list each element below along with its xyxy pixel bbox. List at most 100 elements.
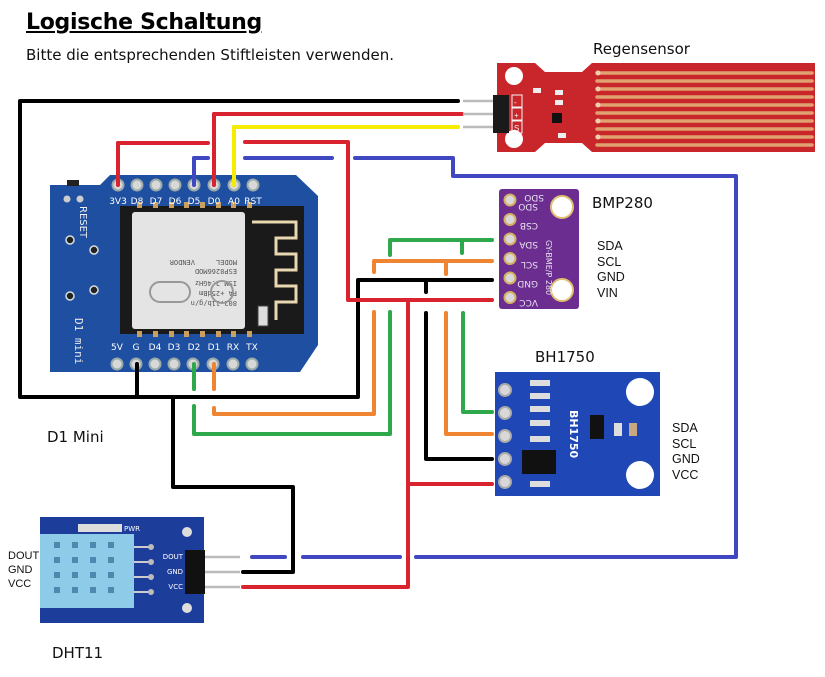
esp-castellations-bottom xyxy=(137,331,252,337)
rain-sensor-pads xyxy=(595,70,601,140)
pin-label-d8: D8 xyxy=(131,197,144,207)
page-subtitle: Bitte die entsprechenden Stiftleisten ve… xyxy=(26,46,394,64)
smd-part xyxy=(78,524,122,532)
pin-label-d3: D3 xyxy=(168,343,181,353)
d1-mini-label: D1 Mini xyxy=(47,428,104,446)
bmp-board-pin: SCL xyxy=(521,259,538,269)
bmp-pin-hole-vcc xyxy=(503,291,517,304)
pin-hole-tx xyxy=(245,357,259,371)
pin-label-5v: 5V xyxy=(111,343,124,353)
pin-hole-5v xyxy=(110,357,124,371)
bmp280-pin-gnd: GND xyxy=(597,270,625,284)
wire-vcc-bus xyxy=(243,140,494,302)
pin-label-a0: A0 xyxy=(228,197,240,207)
rain-sensor-label: Regensensor xyxy=(593,40,690,58)
pin-label-g: G xyxy=(133,343,140,353)
wire-sda-route xyxy=(192,310,392,436)
rain-pin-minus: - xyxy=(514,98,517,107)
esp-chip-text: MODEL xyxy=(216,258,237,266)
mount-hole xyxy=(180,601,194,615)
bh1750-pin-scl: SCL xyxy=(672,436,697,451)
pin-hole-d6 xyxy=(168,178,182,192)
bh1750-pin-hole xyxy=(498,383,512,397)
pin-label-d1: D1 xyxy=(208,343,221,353)
dht-board-pin: GND xyxy=(167,568,183,576)
wifi-logo xyxy=(149,280,234,304)
rain-sensor: - + S xyxy=(463,63,815,152)
d1-top-pin-labels: 3V3 D8 D7 D6 D5 D0 A0 RST xyxy=(109,197,262,207)
bmp-board-pin: CSB xyxy=(520,220,538,230)
d1-bottom-pin-labels: 5V G D4 D3 D2 D1 RX TX xyxy=(111,343,258,353)
bh1750-chip-text: BH1750 xyxy=(567,410,580,459)
bmp280-pin-list: SDA SCL GND VIN xyxy=(597,239,625,301)
d1-mini: RESET D1 mini MODEL VENDOR ESP8266MOD IS… xyxy=(50,175,318,372)
pin-label-d0: D0 xyxy=(208,197,221,207)
bh1750-pin-gnd: GND xyxy=(672,452,700,466)
dht-header xyxy=(185,550,205,594)
bh1750-pin-hole xyxy=(498,406,512,420)
bmp-board-pin: VCC xyxy=(519,297,538,307)
rain-pin-s: S xyxy=(514,124,519,133)
pin-label-d7: D7 xyxy=(150,197,163,207)
pin-label-d2: D2 xyxy=(188,343,201,353)
bmp280: SDO SDO CSB SDA SCL GND VCC GY-BME/P 280 xyxy=(499,189,579,309)
esp-chip-text: PA +25dBm xyxy=(199,289,237,297)
wire-sda-bmp xyxy=(388,238,494,257)
d1-reset-label: RESET xyxy=(77,206,88,239)
rain-header xyxy=(493,95,509,133)
dht11-label: DHT11 xyxy=(52,644,104,662)
wire-gnd-bmp xyxy=(356,278,494,294)
bmp-pin-hole-sda xyxy=(503,232,517,246)
smd-part xyxy=(555,100,563,105)
pin-stubs xyxy=(116,112,236,399)
pin-label-d4: D4 xyxy=(149,343,162,353)
dht11: PWR DOUT GND VCC xyxy=(40,517,240,623)
rain-sensor-traces xyxy=(595,71,814,147)
bh1750-pin-hole xyxy=(498,475,512,489)
dht-board-pin: DOUT xyxy=(163,553,184,561)
bmp-pin-hole-gnd xyxy=(503,271,517,285)
bmp-board-pin: GND xyxy=(517,278,538,288)
dht11-pin-gnd: GND xyxy=(8,564,33,576)
bmp280-pin-vin: VIN xyxy=(597,285,618,300)
wire-scl-bh xyxy=(444,311,494,436)
bh1750-pin-sda: SDA xyxy=(672,421,698,435)
esp-shield xyxy=(132,212,245,329)
mount-hole xyxy=(505,130,523,148)
mount-hole xyxy=(180,525,194,539)
smd-part xyxy=(558,133,566,138)
pin-hole-rx xyxy=(226,357,240,371)
wire-vcc-dht xyxy=(241,482,410,589)
bmp-board-text: GY-BME/P 280 xyxy=(544,240,553,295)
bmp-board-pin: SDO xyxy=(524,192,544,202)
pin-label-3v3: 3V3 xyxy=(109,197,127,207)
mount-hole xyxy=(626,461,654,489)
dht-header-pins xyxy=(205,555,240,589)
esp-chip-text: 802.11b/g/n xyxy=(191,299,237,307)
dht11-pin-vcc: VCC xyxy=(8,578,32,590)
wire-gnd-dht xyxy=(171,395,295,574)
bmp280-label: BMP280 xyxy=(592,194,653,212)
bh1750-label: BH1750 xyxy=(535,348,595,366)
regulator xyxy=(522,450,556,474)
led xyxy=(257,305,269,327)
wire-scl-bmp xyxy=(372,259,494,276)
esp-chip-text: VENDOR xyxy=(169,258,195,266)
bmp-pin-hole-csb xyxy=(503,213,517,226)
smd-part xyxy=(555,90,563,95)
wire-scl-route xyxy=(212,310,376,416)
rain-pin-plus: + xyxy=(514,111,519,120)
d1-bottom-pins xyxy=(110,357,259,371)
rain-chip xyxy=(552,113,562,123)
esp-chip-text: ESP8266MOD xyxy=(195,267,237,275)
esp-castellations-top xyxy=(137,202,252,208)
rain-header-pins xyxy=(463,99,493,129)
pin-hole-d3 xyxy=(167,357,181,371)
pin-hole-rst xyxy=(246,178,260,192)
dht11-pin-list: DOUT GND VCC xyxy=(8,549,39,591)
wire-vcc-rain xyxy=(212,112,464,187)
bh1750: BH1750 xyxy=(495,372,660,496)
page-title: Logische Schaltung xyxy=(26,10,262,35)
bmp280-pin-scl: SCL xyxy=(597,254,622,269)
